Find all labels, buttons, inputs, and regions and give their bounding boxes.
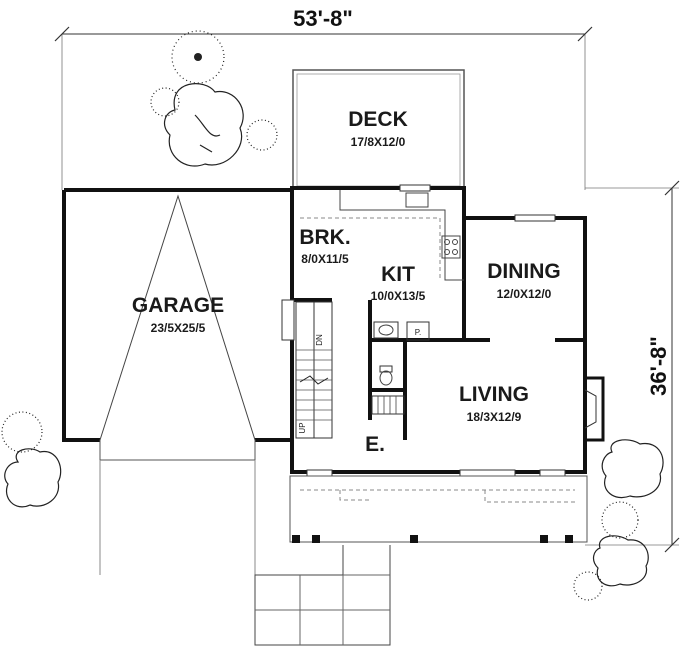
- room-garage-label: GARAGE 23/5X25/5: [132, 294, 224, 335]
- width-dimension: 53'-8": [54, 6, 593, 190]
- stairs-up-label: UP: [298, 422, 307, 433]
- stairs: DN UP: [295, 301, 333, 439]
- garage-size: 23/5X25/5: [151, 321, 206, 335]
- tree-icon: [573, 439, 664, 601]
- dining-name: DINING: [487, 260, 561, 283]
- front-porch: [289, 475, 588, 543]
- dining-size: 12/0X12/0: [497, 287, 552, 301]
- stairs-down-label: DN: [315, 334, 324, 346]
- room-living-label: LIVING 18/3X12/9: [459, 383, 529, 424]
- width-label: 53'-8": [293, 6, 353, 31]
- kit-size: 10/0X13/5: [371, 289, 426, 303]
- living-name: LIVING: [459, 383, 529, 406]
- room-deck-label: DECK 17/8X12/0: [348, 108, 408, 149]
- depth-dimension: 36'-8": [585, 180, 680, 553]
- deck-name: DECK: [348, 108, 408, 131]
- garage-name: GARAGE: [132, 294, 224, 317]
- entry-label: E.: [365, 433, 385, 456]
- tree-icon: [150, 30, 278, 167]
- tree-icon: [1, 411, 62, 508]
- windows: [281, 184, 566, 477]
- house-walls: [290, 186, 605, 474]
- room-brk-label: BRK. 8/0X11/5: [299, 226, 350, 266]
- kitchen-counters: [300, 190, 464, 281]
- room-dining-label: DINING 12/0X12/0: [487, 260, 561, 301]
- walkway: [254, 545, 391, 646]
- kit-name: KIT: [381, 263, 415, 286]
- room-kit-label: KIT 10/0X13/5: [371, 263, 426, 303]
- garage-area: [62, 188, 292, 575]
- half-bath: [371, 321, 430, 415]
- brk-name: BRK.: [299, 226, 350, 249]
- pantry-label: P.: [415, 328, 422, 337]
- brk-size: 8/0X11/5: [301, 252, 349, 266]
- living-size: 18/3X12/9: [467, 410, 522, 424]
- deck-size: 17/8X12/0: [351, 135, 406, 149]
- depth-label: 36'-8": [646, 336, 671, 396]
